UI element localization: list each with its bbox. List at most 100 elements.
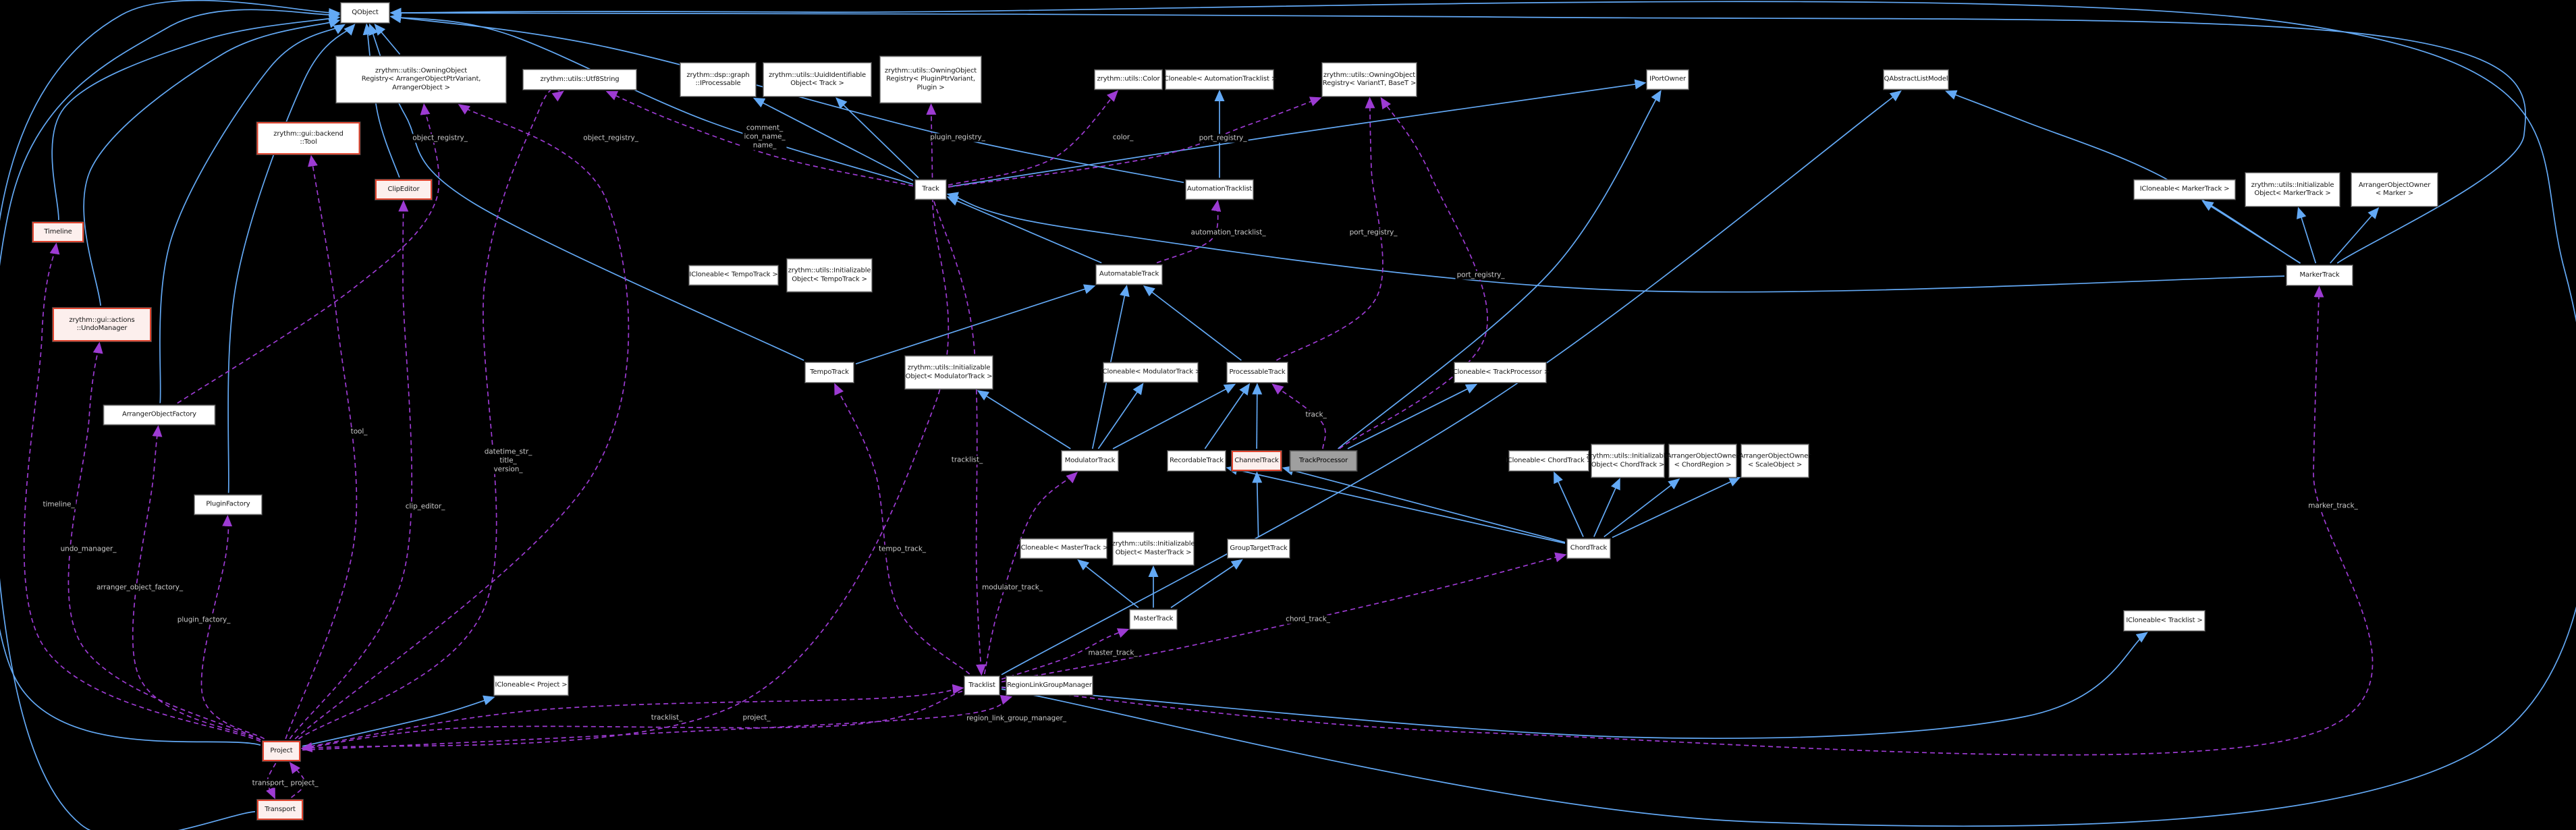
class-node-label: zrythm::utils::UuidIdentifiable Object< … xyxy=(768,71,867,88)
inheritance-edge-chordtrack-to-aoo-scaleobject xyxy=(1612,476,1741,538)
class-node-grouptargettrack[interactable]: GroupTargetTrack xyxy=(1228,539,1290,558)
class-node-chordtrack[interactable]: ChordTrack xyxy=(1567,538,1610,559)
class-node-label: zrythm::dsp::graph ::IProcessable xyxy=(686,71,750,88)
class-node-undomanager[interactable]: zrythm::gui::actions ::UndoManager xyxy=(53,308,151,341)
edge-member-label: timeline_ xyxy=(41,500,76,509)
inheritance-edge-trackprocessor-to-icl-trackprocessor xyxy=(1347,383,1478,449)
inheritance-edge-track-to-uuid-track xyxy=(835,97,919,179)
edge-member-label: tracklist_ xyxy=(649,713,684,723)
class-node-init-mastertrack[interactable]: zrythm::utils::Initializable Object< Mas… xyxy=(1112,532,1195,565)
inheritance-edge-automationtracklist-to-qobject xyxy=(389,13,1184,184)
class-node-icl-modulatortrack[interactable]: ICloneable< ModulatorTrack > xyxy=(1101,362,1201,383)
class-node-icl-project[interactable]: ICloneable< Project > xyxy=(494,675,568,696)
class-node-iportowner[interactable]: IPortOwner xyxy=(1647,70,1689,90)
class-node-processabletrack[interactable]: ProcessableTrack xyxy=(1227,362,1288,383)
class-node-tool[interactable]: zrythm::gui::backend ::Tool xyxy=(256,122,360,155)
edge-member-label: color_ xyxy=(1111,133,1135,142)
class-node-pluginfactory[interactable]: PluginFactory xyxy=(194,495,262,515)
inheritance-edge-own-reg-arranger-to-qobject xyxy=(374,24,401,55)
class-node-label: zrythm::utils::Initializable Object< Cho… xyxy=(1586,452,1670,469)
edge-member-label: plugin_registry_ xyxy=(929,133,987,142)
class-node-label: zrythm::utils::OwningObject Registry< Ar… xyxy=(361,67,481,92)
class-node-qabstractlistmodel[interactable]: QAbstractListModel xyxy=(1884,70,1948,90)
inheritance-edge-modulatortrack-to-icl-modulatortrack xyxy=(1097,383,1144,449)
inheritance-edge-pluginfactory-to-qobject xyxy=(227,24,356,493)
class-node-label: AutomatableTrack xyxy=(1099,270,1159,278)
usage-edge-track-to-color xyxy=(948,90,1119,186)
class-node-icl-tracklist[interactable]: ICloneable< Tracklist > xyxy=(2124,611,2205,631)
usage-edge-project-to-timeline xyxy=(23,242,261,742)
class-node-rlgm[interactable]: RegionLinkGroupManager xyxy=(1006,676,1093,695)
class-node-init-chordtrack[interactable]: zrythm::utils::Initializable Object< Cho… xyxy=(1587,444,1669,478)
class-node-label: zrythm::utils::Initializable Object< Mod… xyxy=(905,364,993,381)
class-node-automatabletrack[interactable]: AutomatableTrack xyxy=(1096,265,1162,285)
class-node-label: ICloneable< AutomationTracklist > xyxy=(1162,75,1277,83)
class-node-markertrack[interactable]: MarkerTrack xyxy=(2286,265,2353,285)
class-node-label: ICloneable< TempoTrack > xyxy=(689,271,778,279)
inheritance-edge-clipeditor-to-qobject xyxy=(362,23,400,178)
class-node-timeline[interactable]: Timeline xyxy=(32,222,84,242)
class-node-transport[interactable]: Transport xyxy=(257,800,303,820)
class-node-own-reg-arranger[interactable]: zrythm::utils::OwningObject Registry< Ar… xyxy=(336,56,506,103)
class-node-init-modulatortrack[interactable]: zrythm::utils::Initializable Object< Mod… xyxy=(905,356,993,389)
edge-member-label: automation_tracklist_ xyxy=(1189,228,1267,238)
class-node-icl-chordtrack[interactable]: ICloneable< ChordTrack > xyxy=(1505,451,1593,471)
class-node-color[interactable]: zrythm::utils::Color xyxy=(1095,70,1162,90)
class-node-aoo-chordregion[interactable]: ArrangerObjectOwner < ChordRegion > xyxy=(1667,444,1738,478)
class-node-track[interactable]: Track xyxy=(915,179,946,200)
class-node-aoo-scaleobject[interactable]: ArrangerObjectOwner < ScaleObject > xyxy=(1738,444,1811,478)
usage-edge-automatabletrack-to-automationtracklist xyxy=(1156,199,1222,264)
class-node-channeltrack[interactable]: ChannelTrack xyxy=(1232,451,1282,471)
inheritance-edge-transport-to-qobject xyxy=(0,0,341,830)
class-node-own-reg-variant[interactable]: zrythm::utils::OwningObject Registry< Va… xyxy=(1322,63,1417,96)
class-node-automationtracklist[interactable]: AutomationTracklist xyxy=(1186,179,1253,200)
edge-member-label: track_ xyxy=(1304,410,1328,420)
class-node-icl-autotl[interactable]: ICloneable< AutomationTracklist > xyxy=(1162,70,1277,90)
class-node-label: ArrangerObjectFactory xyxy=(122,410,196,418)
usage-edge-project-to-rlgm xyxy=(302,694,1013,751)
inheritance-edge-automatabletrack-to-track xyxy=(946,196,1102,264)
class-node-init-tempotrack[interactable]: zrythm::utils::Initializable Object< Tem… xyxy=(787,258,872,292)
usage-edge-track-to-utf8string xyxy=(605,90,914,187)
class-node-label: zrythm::utils::OwningObject Registry< Va… xyxy=(1322,71,1417,88)
inheritance-edge-chordtrack-to-icl-chordtrack xyxy=(1554,471,1584,537)
class-node-label: TempoTrack xyxy=(810,368,849,376)
class-node-icl-tempotrack[interactable]: ICloneable< TempoTrack > xyxy=(689,265,778,285)
class-node-label: PluginFactory xyxy=(206,500,250,508)
class-node-icl-trackprocessor[interactable]: ICloneable< TrackProcessor > xyxy=(1451,362,1550,383)
class-node-trackprocessor[interactable]: TrackProcessor xyxy=(1290,451,1357,471)
class-node-clipeditor[interactable]: ClipEditor xyxy=(375,179,432,200)
class-node-mastertrack[interactable]: MasterTrack xyxy=(1130,609,1177,630)
class-node-aoo-marker[interactable]: ArrangerObjectOwner < Marker > xyxy=(2351,173,2438,206)
edge-member-label: datetime_str_ title_ version_ xyxy=(483,447,534,474)
class-node-label: ChordTrack xyxy=(1570,544,1608,552)
usage-edge-tracklist-to-markertrack xyxy=(1001,285,2374,756)
class-node-recordabletrack[interactable]: RecordableTrack xyxy=(1168,451,1226,471)
class-node-label: ICloneable< MasterTrack > xyxy=(1018,544,1109,552)
class-node-label: ICloneable< ChordTrack > xyxy=(1505,456,1593,464)
class-node-modulatortrack[interactable]: ModulatorTrack xyxy=(1062,451,1118,471)
class-node-tracklist[interactable]: Tracklist xyxy=(964,676,999,695)
usage-edge-trackprocessor-to-own-reg-variant xyxy=(1338,96,1488,449)
class-node-label: Transport xyxy=(265,805,296,813)
class-node-init-markertrack[interactable]: zrythm::utils::Initializable Object< Mar… xyxy=(2245,173,2340,206)
class-node-icl-markertrack[interactable]: ICloneable< MarkerTrack > xyxy=(2134,179,2235,200)
class-node-own-reg-plugin[interactable]: zrythm::utils::OwningObject Registry< Pl… xyxy=(880,56,981,103)
class-node-label: ArrangerObjectOwner < ScaleObject > xyxy=(1738,452,1811,469)
edge-member-label: clip_editor_ xyxy=(404,502,447,511)
inheritance-edge-aofactory-to-qobject xyxy=(159,24,346,404)
class-node-aofactory[interactable]: ArrangerObjectFactory xyxy=(103,405,215,425)
class-node-qobject[interactable]: QObject xyxy=(341,3,389,23)
usage-edge-project-to-own-reg-plugin xyxy=(302,103,950,750)
class-node-tempotrack[interactable]: TempoTrack xyxy=(805,362,854,383)
inheritance-edge-markertrack-to-aoo-marker xyxy=(2330,207,2380,264)
class-node-iprocessable[interactable]: zrythm::dsp::graph ::IProcessable xyxy=(680,63,756,96)
class-node-uuid-track[interactable]: zrythm::utils::UuidIdentifiable Object< … xyxy=(763,63,871,96)
class-node-icl-mastertrack[interactable]: ICloneable< MasterTrack > xyxy=(1018,538,1109,559)
class-node-utf8string[interactable]: zrythm::utils::Utf8String xyxy=(523,70,636,90)
inheritance-edge-trackprocessor-to-iportowner xyxy=(1338,90,1662,449)
class-node-label: GroupTargetTrack xyxy=(1230,544,1288,552)
class-node-project[interactable]: Project xyxy=(263,741,300,761)
